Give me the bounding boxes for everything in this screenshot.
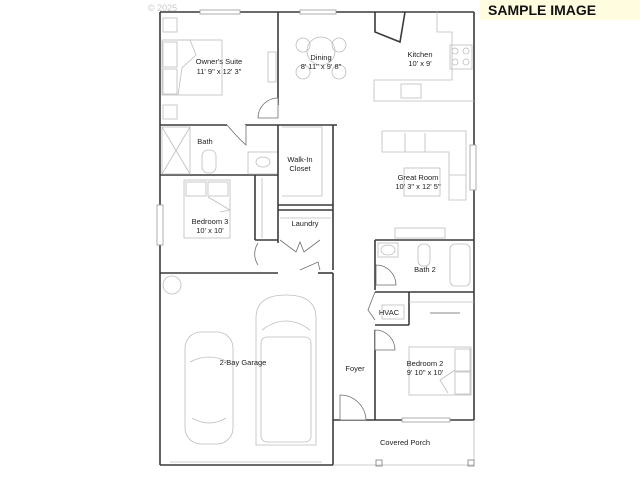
walk-in-closet: Walk-In Closet [277,125,334,270]
bedroom-2: Bedroom 2 9' 10" x 10' [374,329,472,423]
room-label-dining: Dining [310,53,331,62]
great-room: Great Room 10' 3" x 12' 5" [381,130,467,239]
laundry: Laundry [254,205,333,271]
room-label-owners-suite: Owner's Suite [196,57,242,66]
room-label-bath: Bath [197,137,212,146]
covered-porch: Covered Porch [333,420,475,467]
room-size-kitchen: 10' x 9' [408,59,432,68]
window [469,144,477,191]
room-label-bedroom-3: Bedroom 3 [192,217,229,226]
window [156,204,164,246]
room-label-garage: 2-Bay Garage [220,358,267,367]
room-label-laundry: Laundry [291,219,318,228]
owners-bath: Bath [160,124,279,176]
room-label-walk-in-line1: Walk-In [287,155,312,164]
room-label-foyer: Foyer [345,364,365,373]
room-size-owners-suite: 11' 9" x 12' 3" [197,67,242,76]
sample-image-badge: SAMPLE IMAGE [480,0,640,20]
bedroom-3: Bedroom 3 10' x 10' [183,175,278,241]
kitchen: Kitchen 10' x 9' [373,11,474,102]
hvac-closet: HVAC [367,291,474,326]
dining: Dining 8' 11" x 9' 8" [295,36,347,80]
room-label-great-room: Great Room [398,173,439,182]
room-label-hvac: HVAC [379,308,400,317]
bath-2: Bath 2 [374,239,474,290]
room-size-dining: 8' 11" x 9' 8" [301,62,342,71]
garage: 2-Bay Garage [160,272,334,463]
room-size-bedroom-3: 10' x 10' [196,226,224,235]
foyer: Foyer [339,364,367,421]
room-label-covered-porch: Covered Porch [380,438,430,447]
window [199,9,241,15]
room-label-walk-in-line2: Closet [289,164,311,173]
room-label-kitchen: Kitchen [407,50,432,59]
room-label-bath-2: Bath 2 [414,265,436,274]
copyright-watermark: © 2025 [148,3,177,13]
room-size-bedroom-2: 9' 10" x 10' [407,368,444,377]
owners-suite: Owner's Suite 11' 9" x 12' 3" [160,12,337,126]
window [299,9,337,15]
room-size-great-room: 10' 3" x 12' 5" [395,182,441,191]
room-label-bedroom-2: Bedroom 2 [407,359,444,368]
